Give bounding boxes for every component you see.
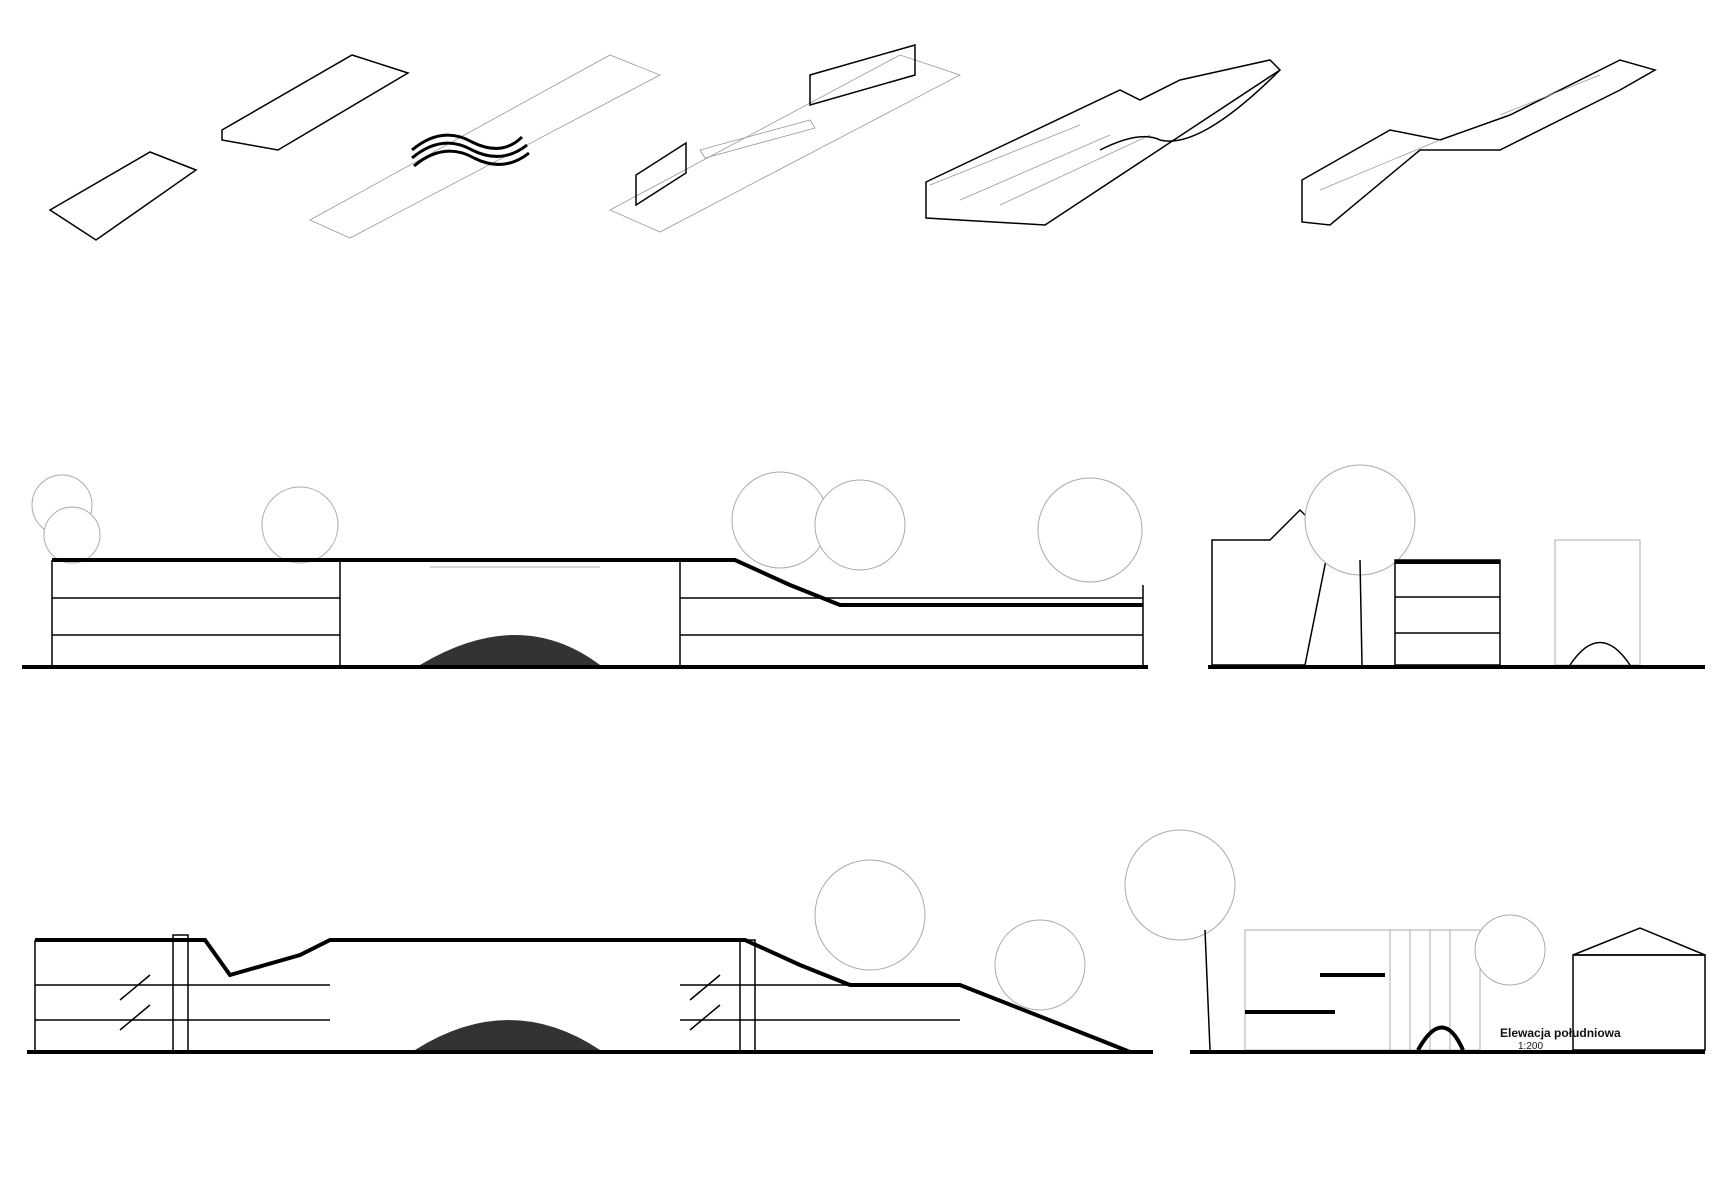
iso-step-1 (48, 54, 410, 241)
elevation-2: Elewacja południowa 1:200 (1124, 829, 1706, 1054)
iso-step-3 (609, 44, 962, 233)
iso-step-4 (925, 59, 1282, 226)
section-1 (22, 471, 1148, 669)
elevation-scale: 1:200 (1518, 1041, 1543, 1052)
elevation-1 (1208, 464, 1705, 669)
iso-step-5 (1301, 59, 1657, 226)
elevation-title: Elewacja południowa (1500, 1026, 1621, 1040)
section-2 (27, 859, 1153, 1054)
isometric-diagrams (48, 44, 1657, 241)
iso-step-2 (309, 54, 661, 239)
